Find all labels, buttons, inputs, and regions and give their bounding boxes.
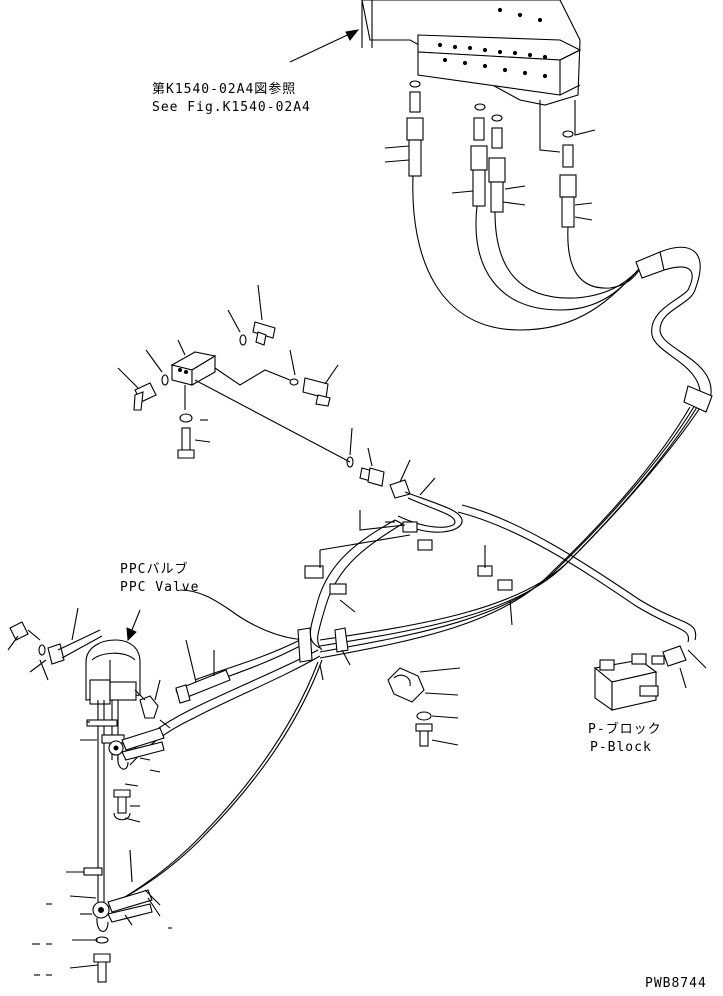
clamps [304,510,513,681]
ppc-valve-label-en: PPC Valve [120,580,200,595]
control-valve-block [361,0,596,153]
upper-fittings [384,80,593,228]
drawing-number: PWB8744 [645,976,707,991]
main-hoses [105,385,713,909]
reference-label-en: See Fig.K1540-02A4 [152,100,311,115]
upper-hoses [412,175,712,401]
clamp-assembly [387,667,461,747]
ppc-valve [7,607,231,719]
reference-label-jp: 第K1540-02A4図参照 [152,82,297,97]
p-block [593,645,707,712]
manifold-block [170,339,351,463]
p-block-label-jp: P-ブロック [588,722,662,737]
p-block-label-en: P-Block [590,740,652,755]
ppc-valve-label-jp: PPCバルブ [120,562,189,577]
manifold-fittings [117,284,436,499]
lower-fittings [32,699,172,983]
